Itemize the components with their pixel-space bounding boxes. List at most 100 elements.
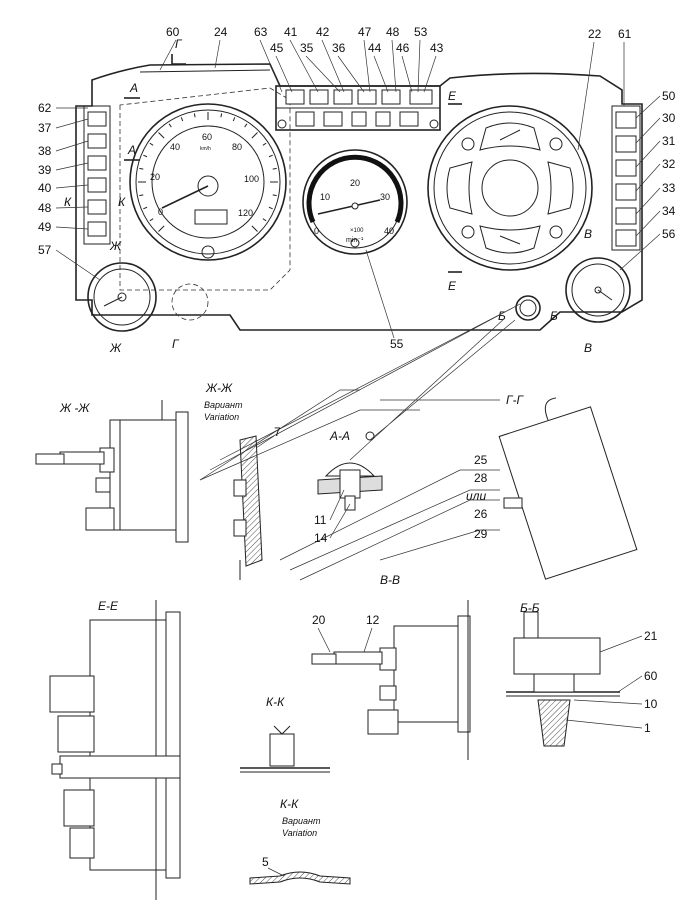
speedometer-tick-mark: [251, 132, 258, 139]
callout-35: 35: [300, 41, 314, 55]
callout-43: 43: [430, 41, 444, 55]
callout-45: 45: [270, 41, 284, 55]
part-5: 5: [262, 855, 269, 869]
speedometer-tick-mark: [268, 206, 273, 210]
speedometer-tick-mark: [220, 113, 223, 118]
part-60-b: 60: [644, 669, 658, 683]
speedometer-tick-mark: [262, 142, 267, 146]
speedometer: 20 40 60 80 100 120 0 km/h: [129, 103, 287, 261]
speedometer-tick-mark: [158, 132, 165, 139]
callout-48-left: 48: [38, 201, 52, 215]
mark-g-top: Г: [175, 37, 183, 51]
tachometer-tick-40: 40: [384, 226, 394, 236]
speedometer-tick-mark: [268, 154, 273, 158]
speedometer-tick-mark: [251, 225, 258, 232]
section-v-v-detail: 20 12: [311, 600, 471, 760]
section-marks: Г А А Е Е К К Ж Ж Г В В Б Б: [64, 37, 592, 355]
tachometer-tick-30: 30: [380, 192, 390, 202]
speedometer-tick-mark: [244, 123, 248, 128]
left-switch-column: [83, 105, 111, 245]
variant-en: Variation: [204, 412, 239, 422]
callout-33: 33: [662, 181, 676, 195]
tachometer: 0 10 20 30 40 min⁻¹ ×100: [302, 149, 408, 255]
section-g-g: Г-Г 25 28 или 26 29: [466, 393, 638, 580]
tachometer-tick-0: 0: [314, 226, 319, 236]
combination-gauge: [427, 105, 593, 271]
section-k-k-variant: К-К Вариант Variation 5: [249, 797, 351, 885]
part-25: 25: [474, 453, 488, 467]
callout-30: 30: [662, 111, 676, 125]
part-21: 21: [644, 629, 658, 643]
speedometer-tick-mark: [193, 113, 196, 118]
callout-31: 31: [662, 134, 676, 148]
right-switch-column: [611, 105, 641, 251]
part-29: 29: [474, 527, 488, 541]
callout-36: 36: [332, 41, 346, 55]
callout-47: 47: [358, 25, 372, 39]
part-28: 28: [474, 471, 488, 485]
callout-46: 46: [396, 41, 410, 55]
part-7: 7: [274, 425, 281, 439]
part-10: 10: [644, 697, 658, 711]
or-label: или: [466, 489, 486, 503]
speedometer-tick-100: 100: [244, 174, 259, 184]
variant-ru: Вариант: [204, 400, 243, 410]
section-title-zh-zh-var: Ж-Ж: [205, 381, 233, 395]
variant-en-2: Variation: [282, 828, 317, 838]
callout-42: 42: [316, 25, 330, 39]
callout-61: 61: [618, 27, 632, 41]
mark-a-top: А: [129, 81, 138, 95]
speedometer-tick-60: 60: [202, 132, 212, 142]
section-title-k-k-var: К-К: [280, 797, 299, 811]
right-callouts: 50 30 31 32 33 34 56: [619, 89, 676, 271]
mark-zh-top: Ж: [109, 239, 122, 253]
tachometer-tick-20: 20: [350, 178, 360, 188]
panel-outline: [75, 63, 643, 331]
callout-49: 49: [38, 220, 52, 234]
speedometer-tick-mark: [143, 154, 148, 158]
callout-60: 60: [166, 25, 180, 39]
warning-lamp-block: [275, 85, 441, 131]
mark-b-right: Б: [550, 309, 558, 323]
section-k-k: К-К: [240, 695, 330, 773]
speedometer-tick-mark: [139, 167, 144, 170]
speedometer-tick-mark: [232, 117, 236, 122]
callout-40: 40: [38, 181, 52, 195]
speedometer-tick-40: 40: [170, 142, 180, 152]
speedometer-tick-20: 20: [150, 172, 160, 182]
tachometer-unit: min⁻¹: [346, 237, 364, 244]
section-zh-zh-variant: Ж-Ж Вариант Variation 7: [204, 381, 281, 580]
callout-37: 37: [38, 121, 52, 135]
section-title-g-g: Г-Г: [506, 393, 525, 407]
callout-63: 63: [254, 25, 268, 39]
section-zh-zh: Ж -Ж: [35, 400, 189, 543]
callout-39: 39: [38, 163, 52, 177]
speedometer-tick-mark: [168, 123, 172, 128]
speedometer-tick-mark: [272, 167, 277, 170]
variant-ru-2: Вариант: [282, 816, 321, 826]
speedometer-tick-mark: [262, 218, 267, 222]
tachometer-tick-10: 10: [320, 192, 330, 202]
mark-k-left: К: [64, 195, 72, 209]
speedometer-tick-0: 0: [158, 207, 163, 217]
section-title-e-e: Е-Е: [98, 599, 119, 613]
part-11: 11: [314, 513, 327, 527]
part-12: 12: [366, 613, 380, 627]
callout-53: 53: [414, 25, 428, 39]
mark-a-bottom: А: [127, 143, 136, 157]
callout-38: 38: [38, 144, 52, 158]
callout-32: 32: [662, 157, 676, 171]
mark-zh-bottom: Ж: [109, 341, 122, 355]
callout-48: 48: [386, 25, 400, 39]
section-b-b: Б-Б 21 60 10 1: [506, 601, 658, 747]
part-14: 14: [314, 531, 328, 545]
speedometer-tick-mark: [149, 218, 154, 222]
mark-e-bottom: Е: [448, 279, 457, 293]
callout-62: 62: [38, 101, 52, 115]
callout-57: 57: [38, 243, 52, 257]
section-title-k-k: К-К: [266, 695, 285, 709]
callout-56: 56: [662, 227, 676, 241]
callout-34: 34: [662, 204, 676, 218]
callout-24: 24: [214, 25, 228, 39]
